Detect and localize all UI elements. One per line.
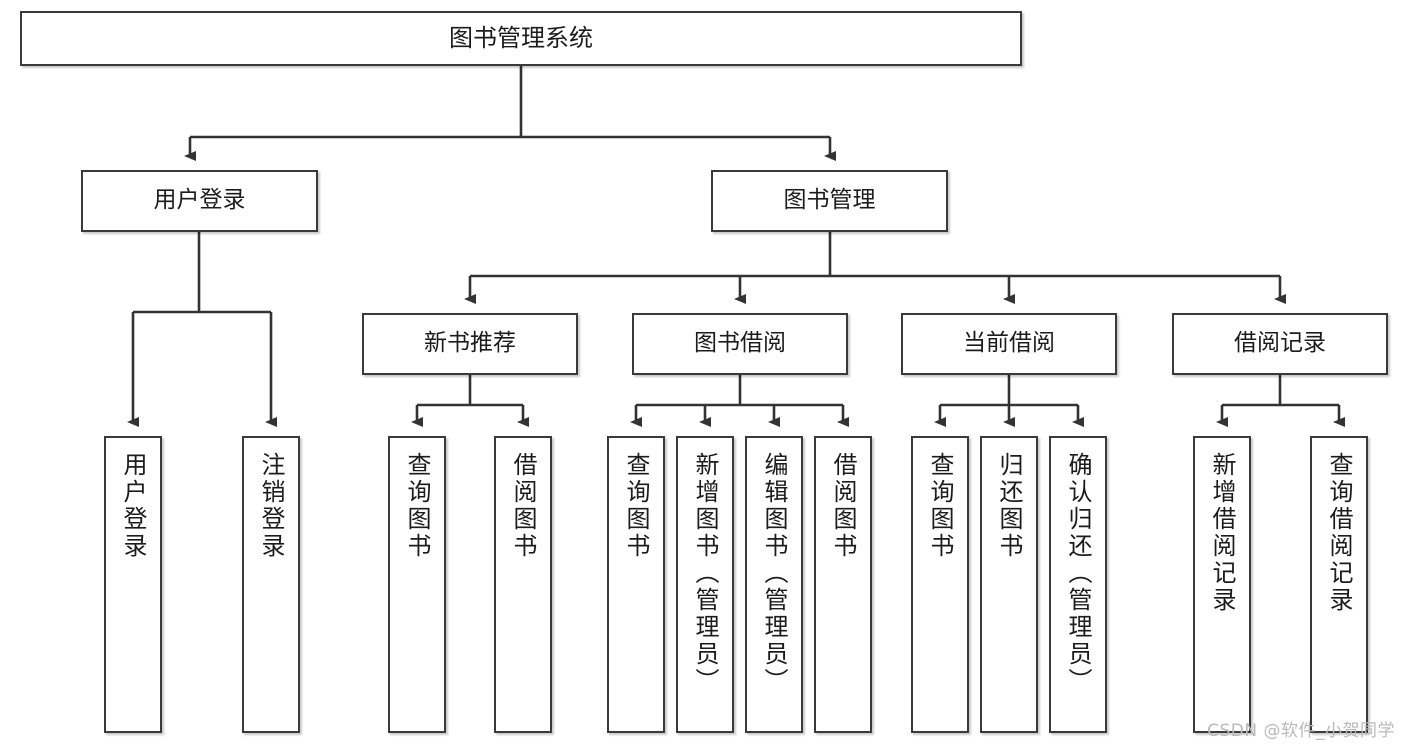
node-label: 借阅图书: [829, 452, 857, 560]
node-label: 注销登录: [257, 452, 285, 560]
node-label: 新增借阅记录: [1208, 452, 1236, 614]
leaf-book-borrow-query-book[interactable]: 查询图书: [607, 436, 665, 733]
node-label: 查询图书: [926, 452, 954, 560]
node-label: 查询图书: [622, 452, 650, 560]
node-label: 归还图书: [995, 452, 1023, 560]
node-label: 用户登录: [153, 187, 246, 214]
leaf-book-borrow-add-book-admin[interactable]: 新增图书（管理员）: [676, 436, 734, 733]
leaf-current-borrow-return-book[interactable]: 归还图书: [980, 436, 1038, 733]
leaf-current-borrow-confirm-return-admin[interactable]: 确认归还（管理员）: [1049, 436, 1107, 733]
node-label: 图书管理系统: [449, 24, 593, 53]
csdn-watermark: CSDN @软件_小贺同学: [1207, 721, 1395, 741]
node-label: 当前借阅: [963, 330, 1055, 357]
leaf-user-login-login[interactable]: 用户登录: [104, 436, 162, 733]
leaf-new-book-borrow-book[interactable]: 借阅图书: [494, 436, 552, 733]
node-user-login[interactable]: 用户登录: [81, 170, 318, 232]
node-book-management[interactable]: 图书管理: [711, 170, 948, 232]
node-label: 查询图书: [403, 452, 431, 560]
node-label: 编辑图书（管理员）: [760, 452, 788, 695]
node-label: 借阅图书: [509, 452, 537, 560]
node-label: 图书管理: [783, 187, 876, 214]
node-new-book-recommend[interactable]: 新书推荐: [362, 313, 578, 375]
leaf-borrow-record-query-record[interactable]: 查询借阅记录: [1310, 436, 1368, 733]
node-label: 查询借阅记录: [1325, 452, 1353, 614]
node-label: 新书推荐: [424, 330, 516, 357]
leaf-new-book-query-book[interactable]: 查询图书: [388, 436, 446, 733]
node-borrow-record[interactable]: 借阅记录: [1172, 313, 1388, 375]
node-label: 借阅记录: [1234, 330, 1326, 357]
node-current-borrow[interactable]: 当前借阅: [901, 313, 1117, 375]
leaf-book-borrow-borrow-book[interactable]: 借阅图书: [814, 436, 872, 733]
leaf-user-login-logout[interactable]: 注销登录: [242, 436, 300, 733]
node-book-borrow[interactable]: 图书借阅: [632, 313, 848, 375]
node-label: 用户登录: [119, 452, 147, 560]
node-root-book-management-system[interactable]: 图书管理系统: [20, 11, 1022, 66]
leaf-current-borrow-query-book[interactable]: 查询图书: [911, 436, 969, 733]
node-label: 新增图书（管理员）: [691, 452, 719, 695]
node-label: 图书借阅: [694, 330, 786, 357]
node-label: 确认归还（管理员）: [1064, 452, 1092, 695]
leaf-borrow-record-add-record[interactable]: 新增借阅记录: [1193, 436, 1251, 733]
leaf-book-borrow-edit-book-admin[interactable]: 编辑图书（管理员）: [745, 436, 803, 733]
